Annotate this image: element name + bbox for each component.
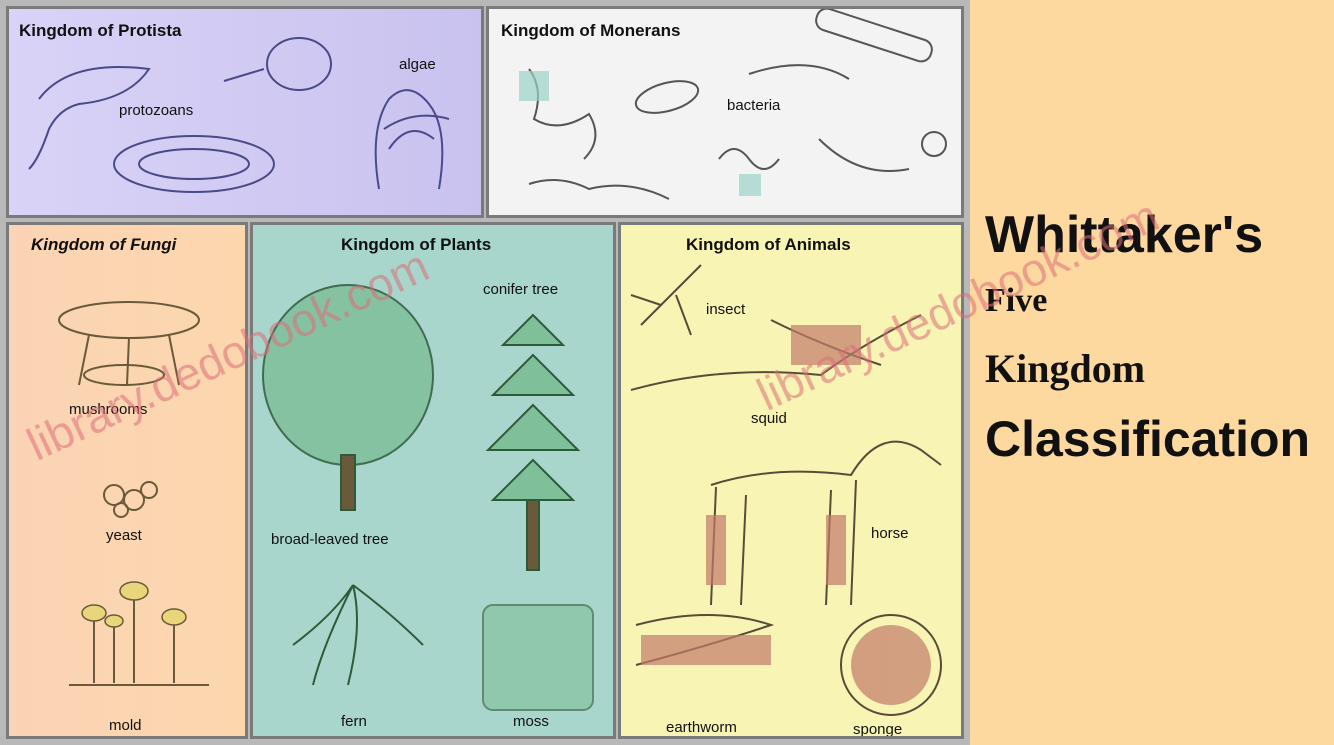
label-horse: horse [871, 525, 909, 542]
label-fern: fern [341, 713, 367, 730]
heading-line4: Classification [985, 410, 1310, 468]
panel-protista: Kingdom of Protista algae protozoans [6, 6, 484, 218]
label-insect: insect [706, 301, 745, 318]
label-sponge: sponge [853, 721, 902, 738]
label-algae: algae [399, 56, 436, 73]
animals-illustration [621, 225, 964, 739]
label-squid: squid [751, 410, 787, 427]
protista-illustration [9, 9, 484, 218]
label-bacteria: bacteria [727, 97, 780, 114]
panel-animals: Kingdom of Animals insect squid horse ea… [618, 222, 964, 739]
label-mold: mold [109, 717, 142, 734]
label-broad-leaved-tree: broad-leaved tree [271, 531, 389, 548]
panel-monerans: Kingdom of Monerans bacteria [486, 6, 964, 218]
label-earthworm: earthworm [666, 719, 737, 736]
label-moss: moss [513, 713, 549, 730]
label-yeast: yeast [106, 527, 142, 544]
label-protozoans: protozoans [119, 102, 193, 119]
heading-line2: Five [985, 282, 1047, 320]
panel-plants: Kingdom of Plants conifer tree broad-lea… [250, 222, 616, 739]
heading-line3: Kingdom [985, 345, 1145, 392]
fungi-illustration [9, 225, 248, 739]
plants-illustration [253, 225, 616, 739]
heading-line1: Whittaker's [985, 205, 1263, 265]
panel-fungi: Kingdom of Fungi mushrooms yeast mold [6, 222, 248, 739]
label-mushrooms: mushrooms [69, 401, 147, 418]
label-conifer-tree: conifer tree [483, 281, 558, 298]
